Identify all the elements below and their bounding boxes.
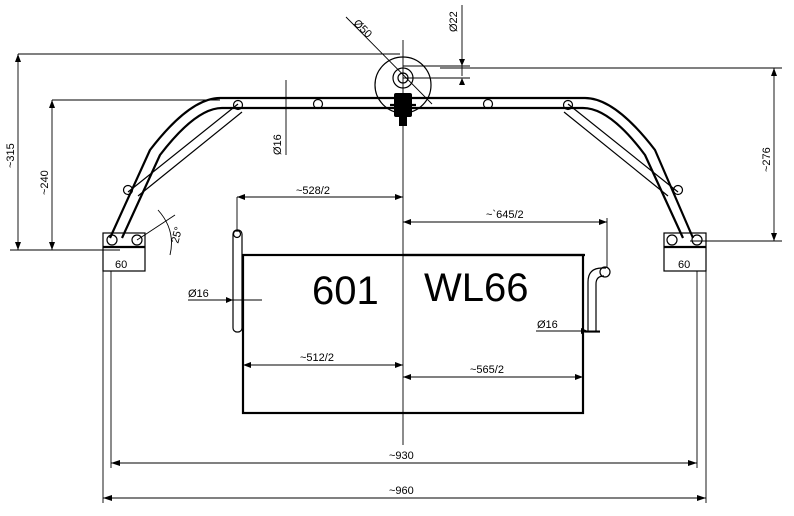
half-565-label: ~565/2 — [470, 364, 504, 376]
dia-16-top-dim — [278, 80, 296, 155]
extension-lines — [102, 271, 707, 503]
height-240-label: ~240 — [39, 170, 51, 195]
half-512-dim — [243, 362, 403, 368]
width-60-left-label: 60 — [115, 259, 127, 271]
left-foot — [102, 232, 146, 272]
height-315-label: ~315 — [5, 143, 17, 168]
dia-50-label: Ø50 — [351, 17, 374, 40]
half-528-dim — [236, 194, 403, 232]
half-512-label: ~512/2 — [300, 352, 334, 364]
hitch-ring — [374, 56, 432, 126]
model-label-601: 601 — [312, 269, 379, 313]
width-960-dim — [103, 495, 706, 501]
angle-25-label: 25° — [169, 226, 185, 245]
model-label-wl66: WL66 — [424, 266, 529, 310]
half-645-dim — [403, 218, 608, 268]
height-276-label: ~276 — [761, 147, 773, 172]
half-565-dim — [403, 374, 583, 380]
dia-16-right-dim — [536, 328, 600, 334]
left-handle — [232, 229, 243, 333]
width-60-right-label: 60 — [678, 259, 690, 271]
height-240-dim — [49, 99, 220, 250]
dia-16-left-dim — [188, 297, 262, 303]
half-528-label: ~528/2 — [296, 185, 330, 197]
right-handle — [585, 266, 611, 333]
width-960-label: ~960 — [389, 485, 414, 497]
main-body — [241, 253, 585, 415]
dia-16-top-label: Ø16 — [272, 134, 284, 155]
dia-50-leader — [345, 16, 433, 105]
half-645-label: ~`645/2 — [486, 209, 524, 221]
right-foot — [663, 232, 707, 272]
height-315-dim — [10, 53, 400, 251]
height-276-dim — [440, 67, 782, 242]
frame-bolts — [122, 98, 684, 196]
dia-22-label: Ø22 — [448, 11, 460, 32]
dia-16-left-label: Ø16 — [188, 288, 209, 300]
dia-22-dim — [403, 5, 470, 85]
width-930-label: ~930 — [389, 450, 414, 462]
angle-25-dim — [136, 209, 176, 256]
dia-16-right-label: Ø16 — [537, 319, 558, 331]
width-930-dim — [111, 460, 697, 466]
